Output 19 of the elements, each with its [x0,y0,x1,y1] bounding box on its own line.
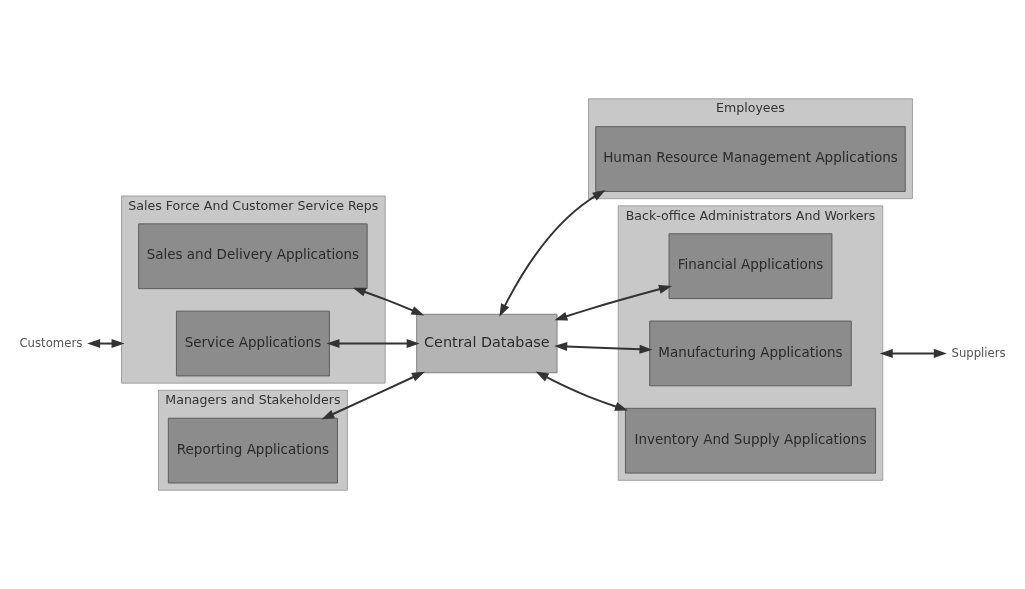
arrow [535,371,628,411]
node-box: Sales and Delivery Applications [138,223,368,290]
arrow [326,339,420,349]
arrow [352,287,425,316]
node-box: Manufacturing Applications [649,320,852,387]
node-text: Suppliers [951,345,1006,360]
arrow [879,348,947,358]
arrow [87,339,125,349]
node-box: Service Applications [176,310,330,377]
arrow [321,371,425,420]
node-box: Inventory And Supply Applications [624,407,876,474]
arrow [499,190,606,317]
node-text: Customers [19,335,83,350]
node-box: Central Database [416,313,558,374]
node-box: Reporting Applications [167,417,338,484]
node-box: Financial Applications [668,233,833,299]
node-box: Human Resource Management Applications [595,126,906,192]
arrow [554,342,653,354]
arrow [554,284,672,321]
